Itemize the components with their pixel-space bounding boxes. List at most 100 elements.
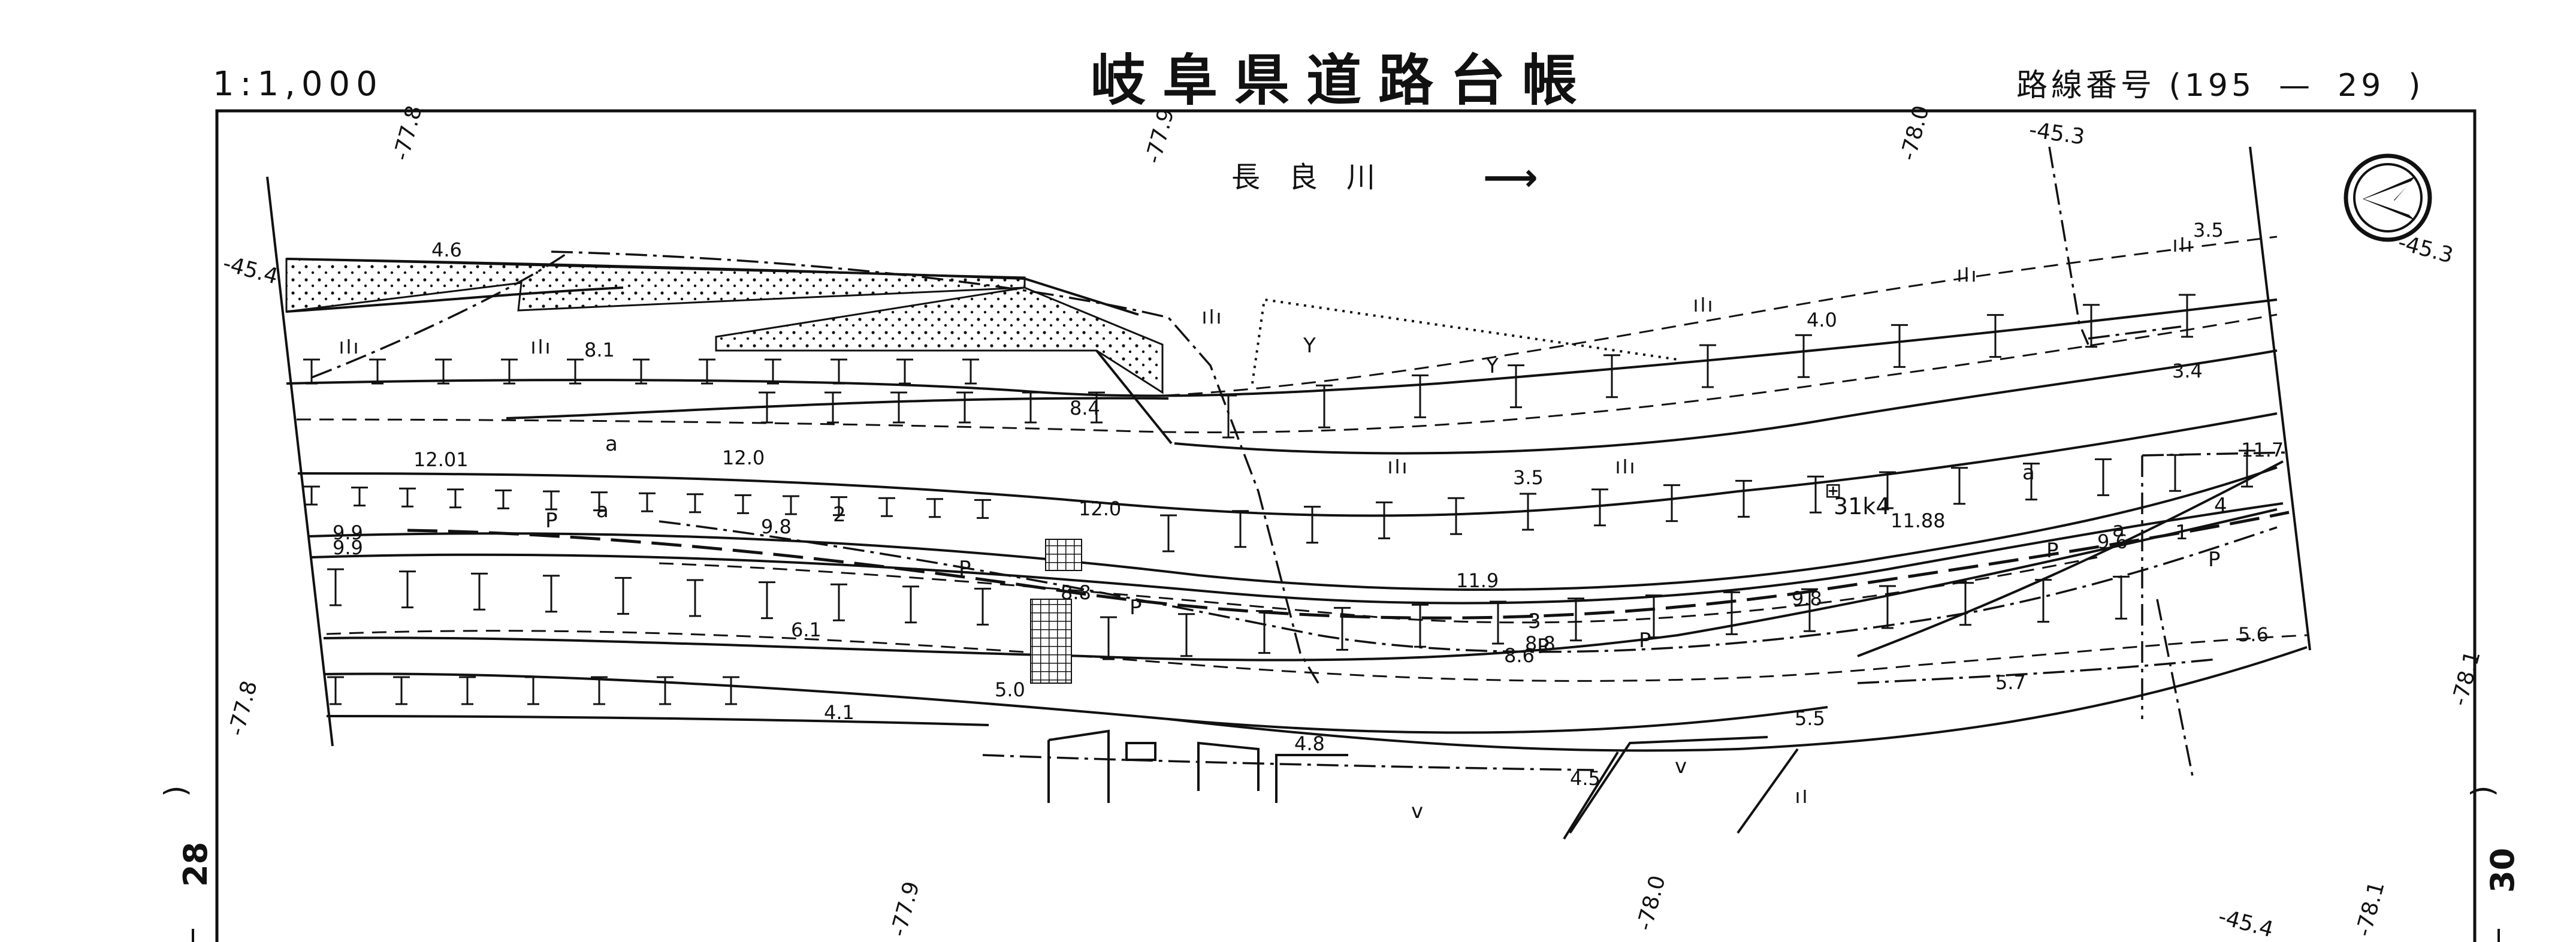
slope-tick	[2113, 575, 2130, 620]
slope-tick	[591, 491, 608, 512]
route-major: 195	[2184, 68, 2255, 104]
symbol-p-1: P	[545, 509, 558, 533]
route-number-label: 路線番号	[2016, 68, 2156, 104]
slope-tick	[974, 587, 991, 626]
elev-11.88: 11.88	[1891, 509, 1946, 532]
elev-6.1: 6.1	[791, 618, 822, 641]
slope-tick	[831, 583, 847, 621]
slope-tick	[831, 358, 847, 385]
river-name: 長 良 川	[1231, 161, 1375, 194]
elev-4.8: 4.8	[1294, 732, 1325, 755]
symbol-p-3: P	[1130, 596, 1142, 620]
elev-8.4: 8.4	[1070, 397, 1100, 419]
slope-tick	[825, 391, 841, 424]
slope-tick	[1801, 588, 1818, 632]
symbol-num-2: 2	[833, 503, 846, 527]
sheet-boundaries	[266, 146, 2311, 747]
slope-tick	[896, 358, 913, 385]
elev-3.5-top: 3.5	[2193, 219, 2224, 241]
crosswalk-blocks	[1030, 539, 1082, 684]
slope-tick	[974, 499, 991, 519]
slope-tick	[501, 358, 518, 385]
flow-arrow: ⟶	[1483, 156, 1538, 200]
sheet-title: 岐阜県道路台帳	[1091, 49, 1594, 113]
slope-tick	[759, 391, 775, 424]
slope-tick	[1663, 484, 1680, 523]
sheet-markers	[192, 929, 2500, 942]
slope-tick	[699, 358, 715, 385]
elev-8.8-b: 8.8	[1525, 632, 1556, 655]
slope-tick	[831, 496, 847, 517]
slope-tick	[890, 391, 907, 424]
slope-tick	[687, 493, 703, 514]
symbol-num-3: 3	[1528, 609, 1541, 633]
slope-tick	[962, 358, 979, 385]
slope-tick	[525, 676, 542, 705]
slope-tick	[1879, 471, 1896, 509]
elev-12.0-a: 12.0	[722, 446, 765, 469]
elev-5.6: 5.6	[2238, 623, 2269, 646]
slope-tick	[399, 570, 416, 609]
slope-tick	[393, 676, 410, 705]
slope-tick	[1795, 334, 1812, 378]
slope-tick	[495, 489, 512, 509]
grid-label-453-right: -45.3	[2396, 230, 2456, 268]
slope-tick	[1256, 610, 1273, 654]
center-line	[407, 511, 2290, 620]
symbol-num-4: 4	[2214, 494, 2227, 518]
map-symbols: P P P P P P P a a a a 1 2 3 4 Y Y v v ⊞	[545, 334, 2227, 823]
slope-tick	[1735, 479, 1752, 518]
symbol-a-3: a	[2022, 461, 2035, 485]
slope-tick	[1100, 616, 1117, 660]
slope-tick	[2239, 449, 2255, 488]
grid-label-779-top: -77.9	[1141, 106, 1179, 167]
slope-tick	[1304, 506, 1321, 544]
symbol-v-1: v	[1411, 799, 1423, 823]
slope-tick	[1022, 391, 1039, 424]
elev-11.9: 11.9	[1456, 569, 1499, 592]
slope-tick	[615, 576, 632, 615]
symbol-a-1: a	[605, 432, 618, 456]
grid-label-778-left: -77.8	[224, 678, 262, 739]
elev-9.9-b: 9.9	[333, 536, 363, 559]
slope-tick	[447, 488, 464, 509]
slope-tick	[765, 358, 781, 385]
elev-4.1: 4.1	[824, 701, 854, 724]
slope-tick	[1490, 600, 1506, 645]
symbol-p-6: P	[2046, 539, 2059, 563]
slope-tick	[723, 676, 739, 705]
slope-tick	[1807, 475, 1824, 514]
slope-tick	[303, 485, 320, 506]
slope-tick	[543, 490, 560, 511]
slope-tick	[1591, 488, 1608, 527]
symbol-p-4: P	[1537, 635, 1550, 659]
symbol-p-5: P	[1639, 629, 1651, 653]
slope-tick	[956, 391, 973, 424]
slope-tick	[783, 495, 799, 515]
slope-tick	[1520, 493, 1536, 531]
slope-tick	[759, 581, 775, 620]
slope-tick	[1508, 364, 1524, 409]
levee-lines	[286, 258, 2308, 840]
slope-tick	[1603, 354, 1620, 398]
slope-tick	[399, 487, 416, 508]
slope-tick	[1376, 501, 1393, 539]
elev-9.8-b: 9.8	[1792, 587, 1822, 610]
elev-12.01: 12.01	[413, 448, 469, 471]
grid-label-454-bottom: -45.4	[2216, 904, 2276, 942]
slope-tick	[1412, 603, 1429, 648]
slope-tick	[1891, 324, 1908, 368]
slope-tick	[1987, 314, 2004, 358]
slope-dashed-lines	[296, 236, 2308, 682]
slope-tick	[2023, 463, 2040, 501]
grid-label-780-bottom: -78.0	[1632, 873, 1671, 934]
elev-5.7: 5.7	[1995, 671, 2026, 694]
slope-tick	[351, 487, 368, 507]
slope-tick	[2167, 454, 2184, 492]
slope-tick	[1178, 613, 1195, 657]
elev-4.6: 4.6	[431, 238, 462, 261]
slope-tick	[735, 494, 751, 514]
slope-tick	[878, 497, 895, 517]
